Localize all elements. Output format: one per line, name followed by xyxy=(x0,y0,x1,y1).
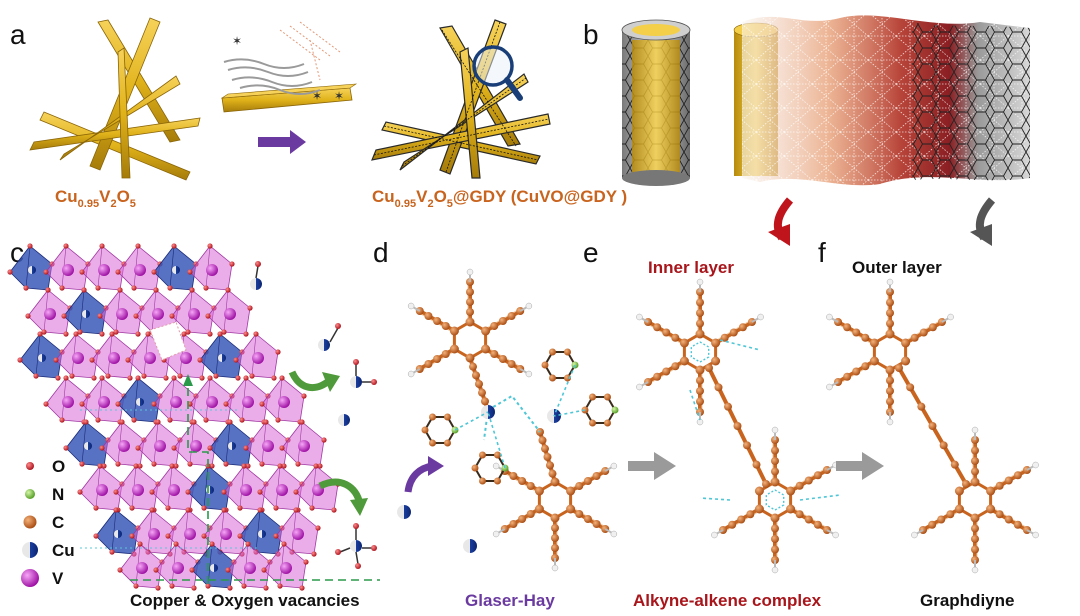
legend-label-c: C xyxy=(52,513,64,532)
legend-label-cu: Cu xyxy=(52,541,75,560)
vacancies-label: Copper & Oxygen vacancies xyxy=(130,591,360,610)
panel-letter-a: a xyxy=(10,19,26,50)
nanowire-bundle-coated xyxy=(371,19,551,179)
nanowire-bundle-precursor xyxy=(29,17,201,181)
glaser-hay-arrow xyxy=(404,456,444,493)
gray-arrow-f xyxy=(836,452,884,480)
panel-letter-b: b xyxy=(583,19,599,50)
graphdiyne-structure xyxy=(826,278,1039,574)
legend-label-n: N xyxy=(52,485,64,504)
red-curved-arrow xyxy=(768,197,794,246)
panel-letter-e: e xyxy=(583,237,599,268)
legend-swatch-n xyxy=(25,489,35,499)
panel-letter-f: f xyxy=(818,237,826,268)
outer-layer-label: Outer layer xyxy=(852,258,942,277)
magnifier-icon xyxy=(472,45,523,101)
svg-text:✶: ✶ xyxy=(312,89,322,103)
legend-label-o: O xyxy=(52,457,65,476)
alkyne-alkene-complex xyxy=(636,278,841,574)
atom-legend: ONC CuV xyxy=(21,457,75,588)
svg-text:✶: ✶ xyxy=(232,34,242,48)
glaser-hay-mechanism xyxy=(407,268,619,572)
cu-ions xyxy=(397,505,477,553)
unrolled-graphdiyne-sheet xyxy=(733,15,1030,186)
panel-letter-d: d xyxy=(373,237,389,268)
legend-swatch-cu xyxy=(22,542,38,558)
legend-swatch-o xyxy=(26,462,34,470)
graphdiyne-label: Graphdiyne xyxy=(920,591,1014,610)
gray-arrow-e xyxy=(628,452,676,480)
complex-label: Alkyne-alkene complex xyxy=(633,591,822,610)
composite-label: Cu0.95V2O5@GDY (CuVO@GDY ) xyxy=(372,187,627,210)
coating-process-illustration: ✶ ✶ ✶ xyxy=(220,21,358,113)
legend-swatch-v xyxy=(21,569,39,587)
core-shell-cylinder xyxy=(621,19,691,186)
reaction-arrow xyxy=(258,130,306,154)
svg-text:✶: ✶ xyxy=(334,89,344,103)
vacancy-arrows xyxy=(130,370,380,584)
legend-swatch-c xyxy=(23,515,37,529)
precursor-label: Cu0.95V2O5 xyxy=(55,187,136,210)
crystal-structure xyxy=(7,243,341,591)
legend-label-v: V xyxy=(52,569,64,588)
escaped-species xyxy=(250,261,377,569)
inner-layer-label: Inner layer xyxy=(648,258,734,277)
gray-curved-arrow xyxy=(970,197,996,246)
glaser-hay-label: Glaser-Hay xyxy=(465,591,555,610)
